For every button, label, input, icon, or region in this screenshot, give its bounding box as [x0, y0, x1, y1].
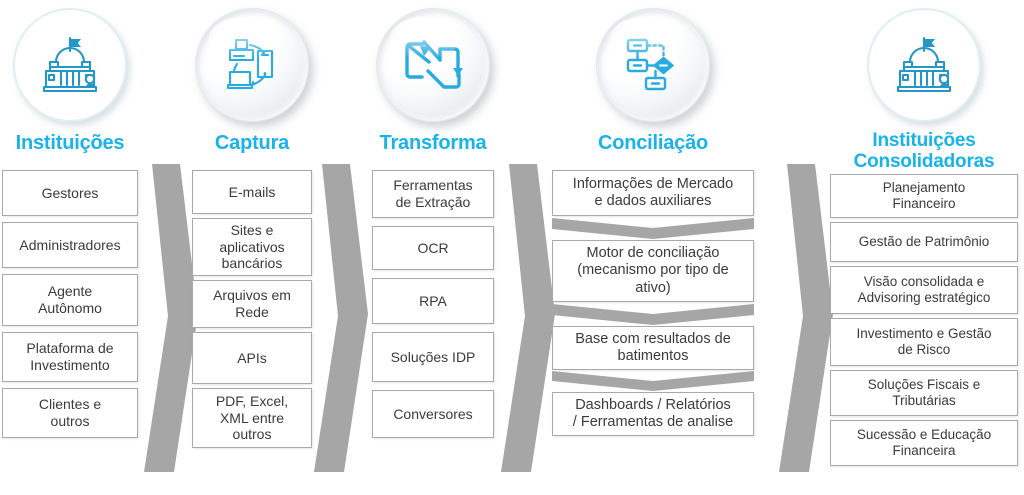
box-item[interactable]: Dashboards / Relatórios / Ferramentas de…: [552, 392, 754, 436]
multi-device-capture-icon: [220, 34, 284, 96]
down-arrow-2: [552, 302, 754, 326]
government-building-icon: [38, 34, 102, 96]
column-instituicoes: Instituições Gestores Administradores Ag…: [0, 0, 140, 438]
box-item[interactable]: Soluções IDP: [372, 332, 494, 382]
box-item[interactable]: Sucessão e Educação Financeira: [830, 420, 1018, 466]
flowchart-nodes-icon: [622, 36, 684, 94]
heading-transforma: Transforma: [379, 132, 487, 154]
box-item[interactable]: Plataforma de Investimento: [2, 332, 138, 382]
icon-circle-consolidadoras: [867, 8, 981, 122]
icon-circle-transforma: [376, 8, 490, 122]
box-item[interactable]: Administradores: [2, 222, 138, 268]
box-item[interactable]: Visão consolidada e Advisoring estratégi…: [830, 266, 1018, 314]
box-item[interactable]: Informações de Mercado e dados auxiliare…: [552, 170, 754, 216]
heading-conciliacao: Conciliação: [597, 132, 709, 154]
box-item[interactable]: Planejamento Financeiro: [830, 174, 1018, 218]
boxes-consolidadoras: Planejamento Financeiro Gestão de Patrim…: [830, 174, 1018, 466]
heading-instituicoes-consolidadoras: Instituições Consolidadoras: [853, 130, 995, 173]
connector-transforma-to-conciliacao: [497, 164, 559, 472]
icon-wrap-captura: [195, 8, 309, 122]
heading-instituicoes: Instituições: [15, 132, 125, 154]
column-conciliacao: Conciliação Informações de Mercado e dad…: [552, 0, 754, 436]
box-item[interactable]: E-mails: [192, 170, 312, 214]
box-item[interactable]: Gestão de Patrimônio: [830, 222, 1018, 262]
box-item[interactable]: RPA: [372, 278, 494, 324]
box-item[interactable]: APIs: [192, 332, 312, 384]
box-item[interactable]: Motor de conciliação (mecanismo por tipo…: [552, 240, 754, 302]
boxes-instituicoes: Gestores Administradores Agente Autônomo…: [0, 170, 140, 438]
icon-wrap-instituicoes: [13, 8, 127, 122]
boxes-conciliacao: Informações de Mercado e dados auxiliare…: [552, 170, 754, 436]
column-captura: Captura E-mails Sites e aplicativos banc…: [192, 0, 312, 448]
box-item[interactable]: Sites e aplicativos bancários: [192, 218, 312, 276]
icon-circle-captura: [195, 8, 309, 122]
connector-instituicoes-to-captura: [140, 164, 202, 472]
box-item[interactable]: OCR: [372, 226, 494, 270]
box-item[interactable]: Clientes e outros: [2, 388, 138, 438]
government-building-icon: [892, 34, 956, 96]
box-item[interactable]: Agente Autônomo: [2, 274, 138, 326]
column-instituicoes-consolidadoras: Instituições Consolidadoras Planejamento…: [830, 0, 1018, 466]
icon-circle-instituicoes: [13, 8, 127, 122]
box-item[interactable]: Base com resultados de batimentos: [552, 326, 754, 370]
box-item[interactable]: Arquivos em Rede: [192, 280, 312, 328]
connector-captura-to-transforma: [310, 164, 372, 472]
icon-wrap-consolidadoras: [867, 8, 981, 122]
box-item[interactable]: Gestores: [2, 170, 138, 216]
box-item[interactable]: Ferramentas de Extração: [372, 170, 494, 218]
down-arrow-3: [552, 370, 754, 392]
boxes-transforma: Ferramentas de Extração OCR RPA Soluções…: [372, 170, 494, 438]
shuffle-arrows-icon: [400, 38, 466, 92]
box-item[interactable]: Investimento e Gestão de Risco: [830, 318, 1018, 366]
column-transforma: Transforma Ferramentas de Extração OCR R…: [372, 0, 494, 438]
icon-wrap-conciliacao: [596, 8, 710, 122]
box-item[interactable]: Conversores: [372, 390, 494, 438]
box-item[interactable]: Soluções Fiscais e Tributárias: [830, 370, 1018, 416]
boxes-captura: E-mails Sites e aplicativos bancários Ar…: [192, 170, 312, 448]
box-item[interactable]: PDF, Excel, XML entre outros: [192, 388, 312, 448]
down-arrow-1: [552, 216, 754, 240]
icon-wrap-transforma: [376, 8, 490, 122]
connector-conciliacao-to-consolidadoras: [775, 164, 837, 472]
heading-captura: Captura: [214, 132, 290, 154]
icon-circle-conciliacao: [596, 8, 710, 122]
